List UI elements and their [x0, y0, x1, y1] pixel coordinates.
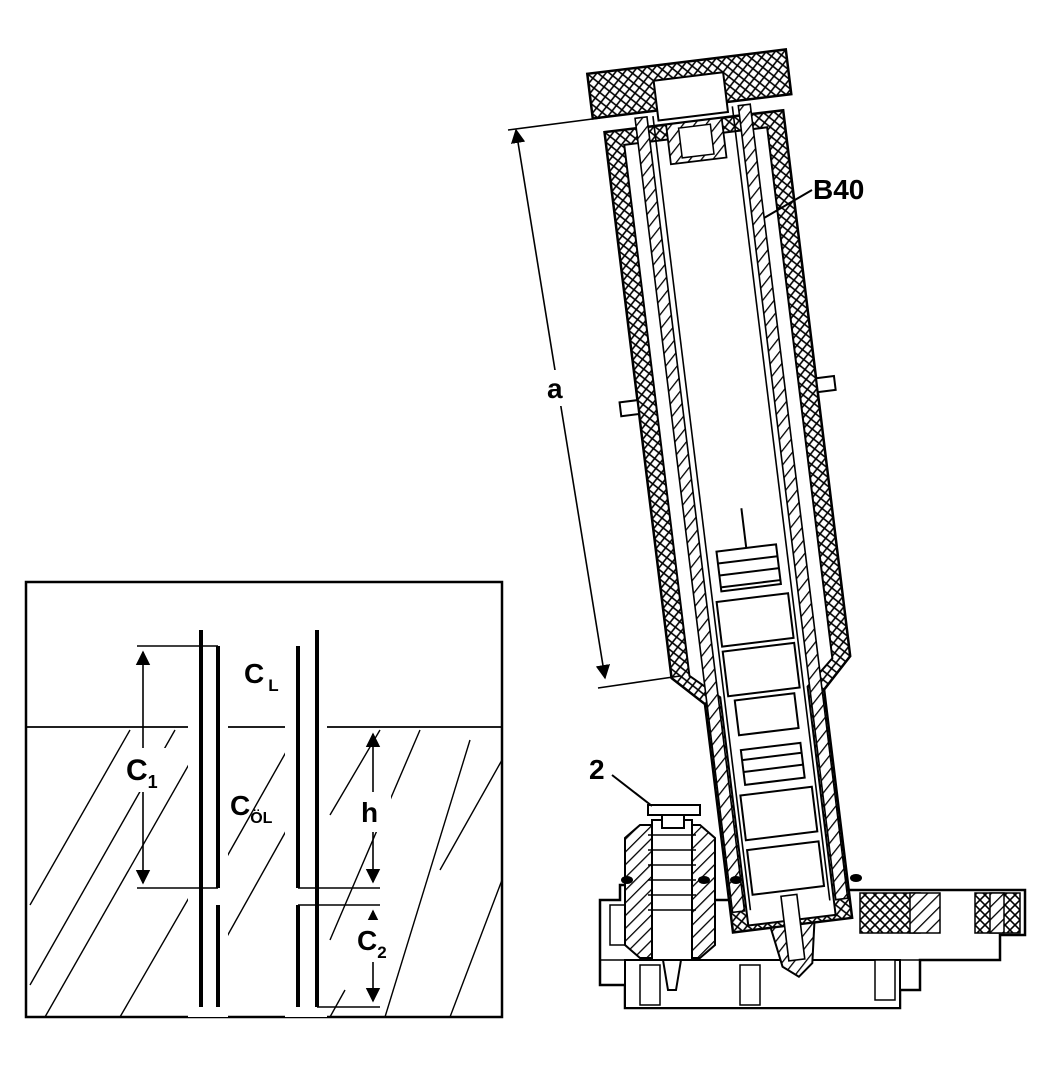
label-b40: B40	[813, 174, 864, 205]
oil-hatching	[29, 729, 502, 1017]
electrode-pair-right	[296, 630, 380, 1008]
tank-frame	[24, 580, 504, 1019]
electrode-pair-left	[137, 630, 220, 1007]
label-2: 2	[589, 754, 605, 785]
label-c2: C2	[357, 925, 387, 962]
sensor-assembly: a B40 2	[507, 48, 1027, 1010]
screw-item-2	[621, 804, 716, 991]
label-col: CÖL	[230, 790, 273, 827]
sensor-tube	[585, 48, 854, 979]
label-a: a	[547, 373, 563, 404]
label-c1: C1	[126, 754, 158, 792]
b40-leader	[763, 189, 813, 219]
item-2-leader	[611, 774, 653, 807]
label-h: h	[361, 797, 378, 828]
